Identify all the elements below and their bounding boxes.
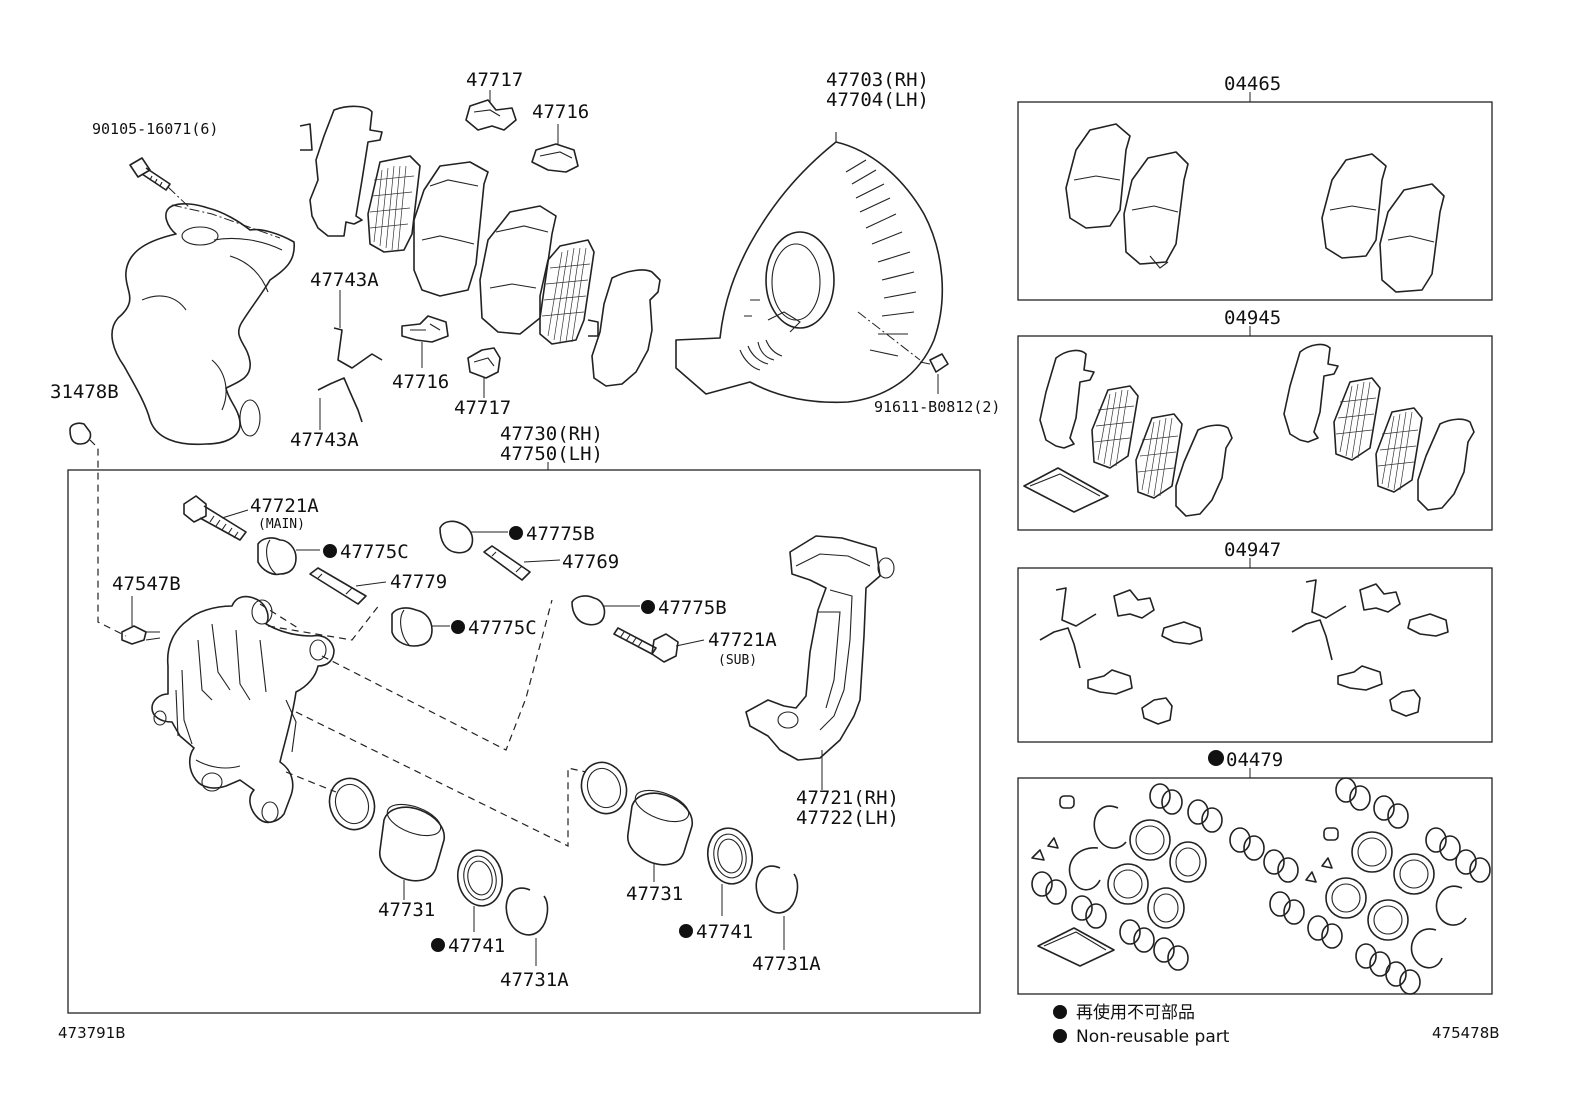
label-31478b: 31478B xyxy=(50,381,119,403)
brake-pad-set-top xyxy=(299,105,661,387)
label-47731-left: 47731 xyxy=(378,899,435,921)
label-47769: 47769 xyxy=(562,551,619,573)
piston-seal-left xyxy=(328,777,376,831)
label-47721a-main: 47721A xyxy=(250,495,319,517)
label-90105: 90105-16071(6) xyxy=(92,120,218,138)
knuckle-bolt-90105 xyxy=(129,157,171,191)
kit-box-04945 xyxy=(1017,335,1493,531)
steering-knuckle xyxy=(111,203,295,446)
illustration-code-right: 475478B xyxy=(1432,1024,1500,1042)
caliper-pin-47779 xyxy=(309,567,367,605)
piston-seal-right xyxy=(580,761,628,815)
pad-support-plate-47717-bottom xyxy=(467,347,501,379)
label-sub: (SUB) xyxy=(718,653,757,668)
label-47731a-right: 47731A xyxy=(752,953,821,975)
label-kit-04465: 04465 xyxy=(1224,73,1281,95)
non-reusable-marker xyxy=(679,924,693,938)
label-47716-bottom: 47716 xyxy=(392,371,449,393)
label-47704: 47704(LH) xyxy=(826,89,929,111)
pad-wear-indicator-47716-bottom xyxy=(401,315,449,343)
kit-04945-shims xyxy=(1023,343,1475,517)
label-47741-left: 47741 xyxy=(448,935,505,957)
label-47750: 47750(LH) xyxy=(500,443,603,465)
non-reusable-marker xyxy=(641,600,655,614)
label-47775c-lower: 47775C xyxy=(468,617,537,639)
set-ring-47731a-left xyxy=(505,887,549,936)
anti-rattle-spring-47743a-lower xyxy=(317,377,363,423)
label-91611: 91611-B0812(2) xyxy=(874,398,1000,416)
kit-box-04947 xyxy=(1017,567,1493,743)
label-47731a-left: 47731A xyxy=(500,969,569,991)
dust-boot-47741-left xyxy=(456,849,504,907)
label-47775b-lower: 47775B xyxy=(658,597,727,619)
anti-rattle-spring-47743a-upper xyxy=(333,327,383,369)
label-47716-top: 47716 xyxy=(532,101,589,123)
pad-wear-indicator-47716-top xyxy=(531,143,579,173)
kit-04465-pads xyxy=(1065,123,1445,293)
kit-04947-fittings xyxy=(1039,579,1449,725)
caliper-sub-bolt-47721a xyxy=(613,627,679,663)
non-reusable-marker xyxy=(451,620,465,634)
legend-japanese: 再使用不可部品 xyxy=(1076,1002,1195,1023)
kit-box-04479 xyxy=(1017,777,1493,995)
caliper-boot-47775b-upper xyxy=(439,520,474,554)
label-47743a-lower: 47743A xyxy=(290,429,359,451)
label-47547b: 47547B xyxy=(112,573,181,595)
illustration-code-left: 473791B xyxy=(58,1024,126,1042)
caliper-boot-47775c-lower xyxy=(391,607,433,647)
caliper-boot-47775c-upper xyxy=(257,537,297,576)
label-kit-04947: 04947 xyxy=(1224,539,1281,561)
kit-04479-seals xyxy=(1031,777,1491,995)
set-ring-47731a-right xyxy=(755,865,799,914)
kit-box-04465 xyxy=(1017,101,1493,301)
label-47717-bottom: 47717 xyxy=(454,397,511,419)
legend-dot-jp xyxy=(1053,1005,1067,1019)
label-47703: 47703(RH) xyxy=(826,69,929,91)
caliper-mounting-bracket xyxy=(745,535,895,761)
dust-boot-47741-right xyxy=(706,827,754,885)
label-47779: 47779 xyxy=(390,571,447,593)
label-47731-right: 47731 xyxy=(626,883,683,905)
label-47722: 47722(LH) xyxy=(796,807,899,829)
non-reusable-marker xyxy=(431,938,445,952)
non-reusable-marker xyxy=(509,526,523,540)
pad-support-plate-47717-top xyxy=(465,99,517,131)
caliper-boot-47775b-lower xyxy=(571,595,606,626)
label-47743a-upper: 47743A xyxy=(310,269,379,291)
piston-47731-right xyxy=(626,789,693,866)
non-reusable-marker xyxy=(1208,750,1224,766)
bleeder-plug-47547b xyxy=(121,596,161,645)
caliper-pin-47769 xyxy=(483,545,531,581)
label-47721a-sub: 47721A xyxy=(708,629,777,651)
dust-cap-31478b xyxy=(69,422,92,445)
label-kit-04479: 04479 xyxy=(1226,749,1283,771)
label-kit-04945: 04945 xyxy=(1224,307,1281,329)
caliper-assembly-box xyxy=(67,469,981,1014)
label-47721: 47721(RH) xyxy=(796,787,899,809)
legend-english: Non-reusable part xyxy=(1076,1027,1230,1047)
label-47741-right: 47741 xyxy=(696,921,753,943)
disc-dust-cover xyxy=(675,132,944,404)
label-47775c-upper: 47775C xyxy=(340,541,409,563)
legend-dot-en xyxy=(1053,1029,1067,1043)
non-reusable-marker xyxy=(323,544,337,558)
label-47775b-upper: 47775B xyxy=(526,523,595,545)
label-47717-top: 47717 xyxy=(466,69,523,91)
piston-47731-left xyxy=(378,803,445,882)
label-main: (MAIN) xyxy=(258,517,305,532)
caliper-main-bolt-47721a xyxy=(183,495,247,541)
caliper-cylinder-body xyxy=(151,595,335,824)
dust-cover-bolt-91611 xyxy=(919,353,949,373)
label-47730: 47730(RH) xyxy=(500,423,603,445)
